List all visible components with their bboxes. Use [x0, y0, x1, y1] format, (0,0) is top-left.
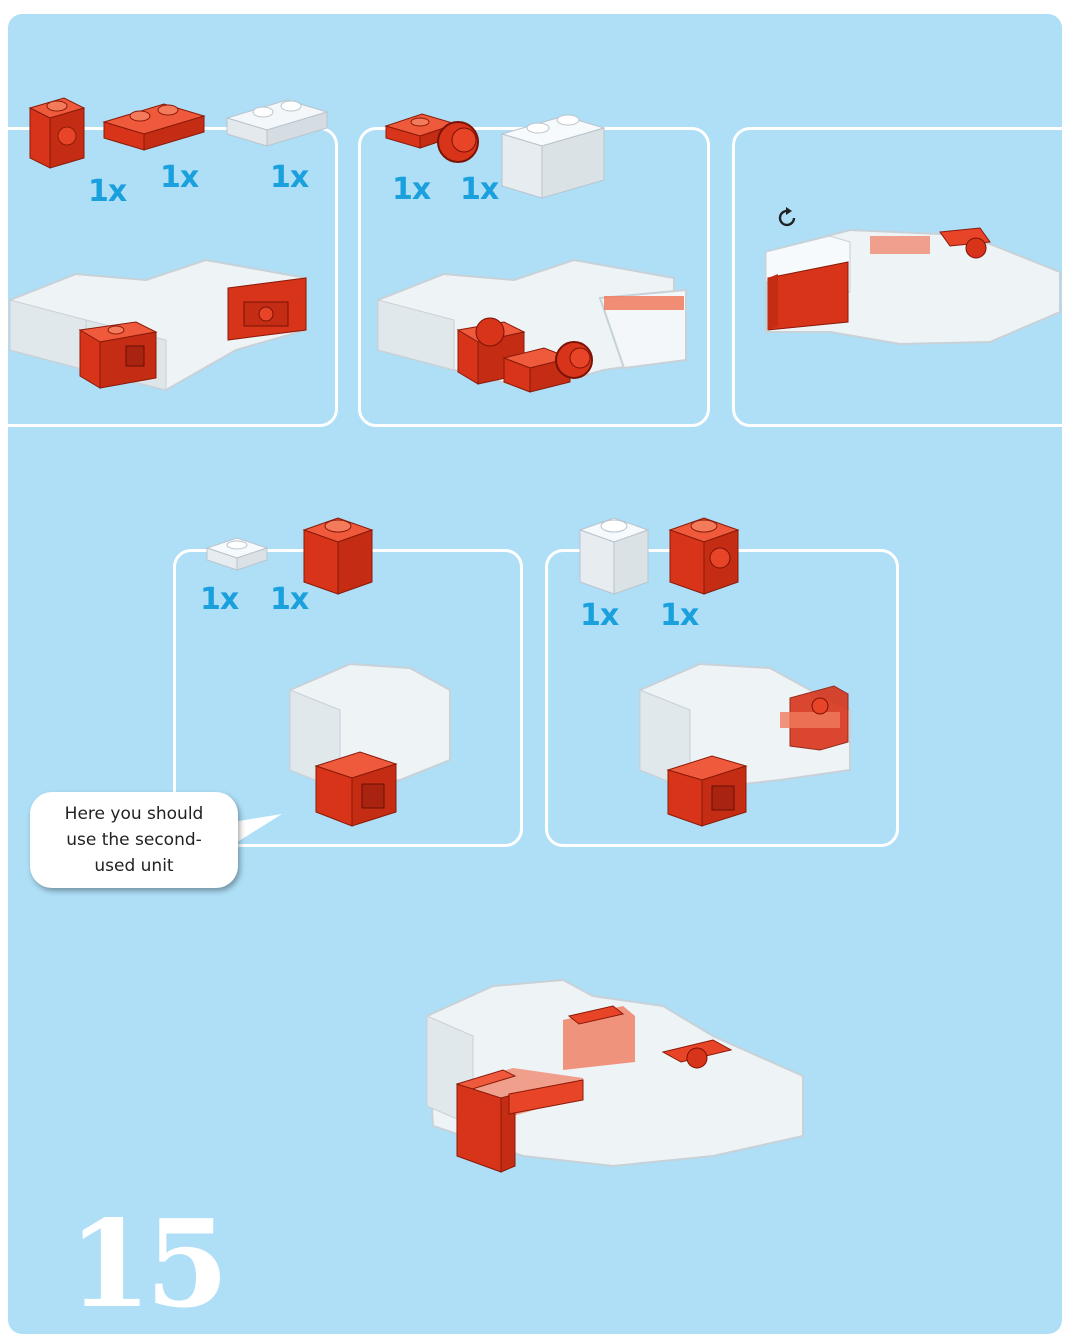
- assembly-model-3: [765, 227, 1061, 346]
- quantity-label: 1x: [392, 172, 431, 207]
- red-brick-1x1-part: [302, 517, 374, 595]
- assembly-model-1: [9, 258, 307, 392]
- quantity-label: 1x: [660, 598, 699, 633]
- callout-bubble: Here you should use the second- used uni…: [30, 792, 238, 888]
- clear-plate-1x1-part: [205, 537, 269, 571]
- quantity-label: 1x: [200, 582, 239, 617]
- clear-brick-1x1-part: [578, 517, 650, 595]
- clear-brick-1x2-part: [500, 114, 606, 199]
- quantity-label: 1x: [160, 160, 199, 195]
- rotate-arrow-icon: [778, 207, 796, 227]
- step-number: 15: [68, 1194, 229, 1334]
- red-plate-with-wheel-part: [384, 113, 479, 163]
- quantity-label: 1x: [270, 160, 309, 195]
- final-assembly-model: [425, 978, 804, 1173]
- assembly-model-5: [639, 662, 851, 827]
- assembly-model-2: [377, 258, 687, 393]
- clear-plate-1x2-part: [225, 99, 329, 147]
- red-bracket-brick-part: [668, 517, 740, 595]
- instruction-page: 1x 1x 1x 1x 1x: [8, 14, 1062, 1334]
- quantity-label: 1x: [580, 598, 619, 633]
- quantity-label: 1x: [460, 172, 499, 207]
- assembly-model-4: [289, 662, 451, 827]
- red-plate-1x2-part: [102, 103, 206, 151]
- quantity-label: 1x: [88, 174, 127, 209]
- step-panel-3: [732, 127, 1062, 427]
- red-bracket-brick-part: [28, 97, 86, 169]
- callout-text: Here you should use the second- used uni…: [64, 804, 204, 876]
- quantity-label: 1x: [270, 582, 309, 617]
